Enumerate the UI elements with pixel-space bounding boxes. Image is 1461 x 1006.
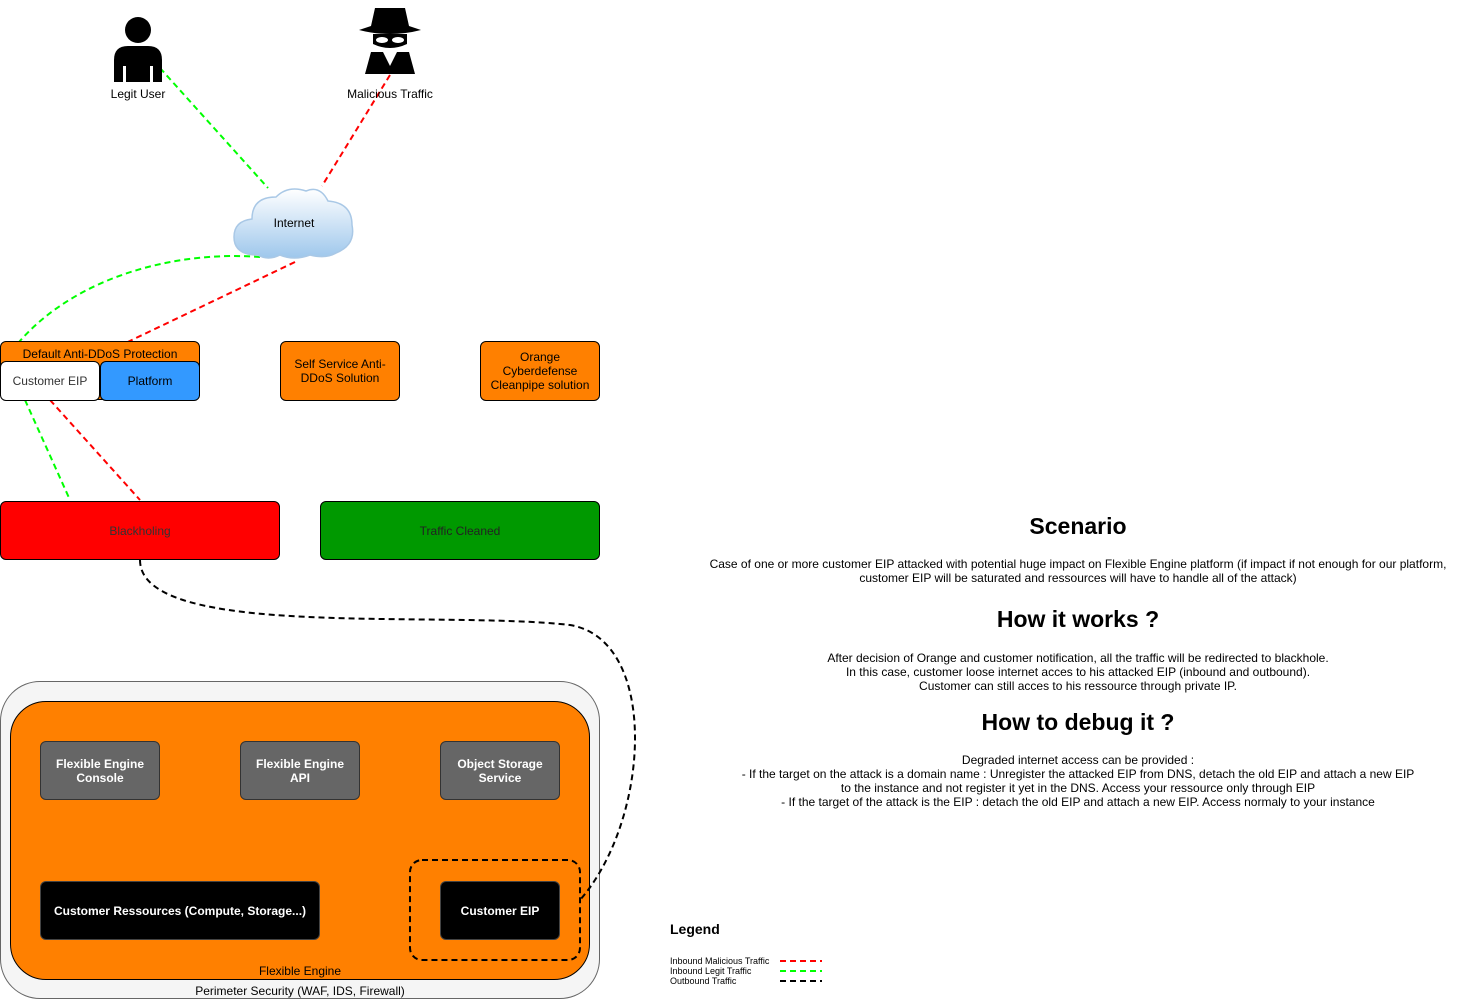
cleanpipe-box: Orange Cyberdefense Cleanpipe solution [480,341,600,401]
internet-label: Internet [273,216,315,230]
object-storage-box: Object Storage Service [440,741,560,800]
user-icon [114,16,162,82]
eip-to-blackholing-legit-line [24,399,71,501]
self-service-anti-ddos-box: Self Service Anti-DDoS Solution [280,341,400,401]
legit-user-to-internet-line [159,67,269,189]
fe-console-box: Flexible Engine Console [40,741,160,800]
fe-api-box: Flexible Engine API [240,741,360,800]
flexible-engine-label: Flexible Engine [258,964,342,978]
how-to-debug-line: - If the target on the attack is a domai… [741,767,1415,781]
malicious-traffic-label: Malicious Traffic [347,87,433,101]
scenario-line: Case of one or more customer EIP attacke… [709,557,1447,571]
customer-eip-highlight [409,859,581,961]
how-to-debug-text: Degraded internet access can be provided… [698,753,1458,809]
eip-to-blackholing-malicious-line [49,399,141,501]
customer-resources-box: Customer Ressources (Compute, Storage...… [40,881,320,940]
how-it-works-line: Customer can still acces to his ressourc… [919,679,1237,693]
how-it-works-text: After decision of Orange and customer no… [698,651,1458,693]
internet-to-eip-legit-line [4,255,261,361]
how-to-debug-line: Degraded internet access can be provided… [961,753,1195,767]
legend-item-outbound: Outbound Traffic [670,976,737,986]
legend-title: Legend [670,921,720,937]
how-to-debug-line: to the instance and not register it yet … [840,781,1316,795]
cloud-icon [230,183,358,261]
fe-customer-eip-box: Customer EIP [440,881,560,940]
traffic-cleaned-box: Traffic Cleaned [320,501,600,560]
internet-to-eip-malicious-line [89,261,296,361]
blackholing-box: Blackholing [0,501,280,560]
hacker-icon [355,4,425,74]
platform-node: Platform [100,361,200,401]
legend-item-legit: Inbound Legit Traffic [670,966,752,976]
legit-user-label: Legit User [110,87,166,101]
how-it-works-line: After decision of Orange and customer no… [827,651,1329,665]
scenario-title: Scenario [1029,513,1127,539]
scenario-line: customer EIP will be saturated and resso… [859,571,1297,585]
how-it-works-line: In this case, customer loose internet ac… [845,665,1311,679]
blackholing-to-eip-outbound-line [139,559,636,901]
default-anti-ddos-title: Default Anti-DDoS Protection [22,347,178,361]
malicious-to-internet-line [321,74,391,187]
legend-item-malicious: Inbound Malicious Traffic [670,956,770,966]
customer-eip-node: Customer EIP [0,361,100,401]
how-to-debug-title: How to debug it ? [981,709,1175,735]
perimeter-security-label: Perimeter Security (WAF, IDS, Firewall) [195,984,405,998]
how-to-debug-line: - If the target of the attack is the EIP… [781,795,1375,809]
how-it-works-title: How it works ? [996,606,1160,632]
scenario-text: Case of one or more customer EIP attacke… [698,557,1458,585]
